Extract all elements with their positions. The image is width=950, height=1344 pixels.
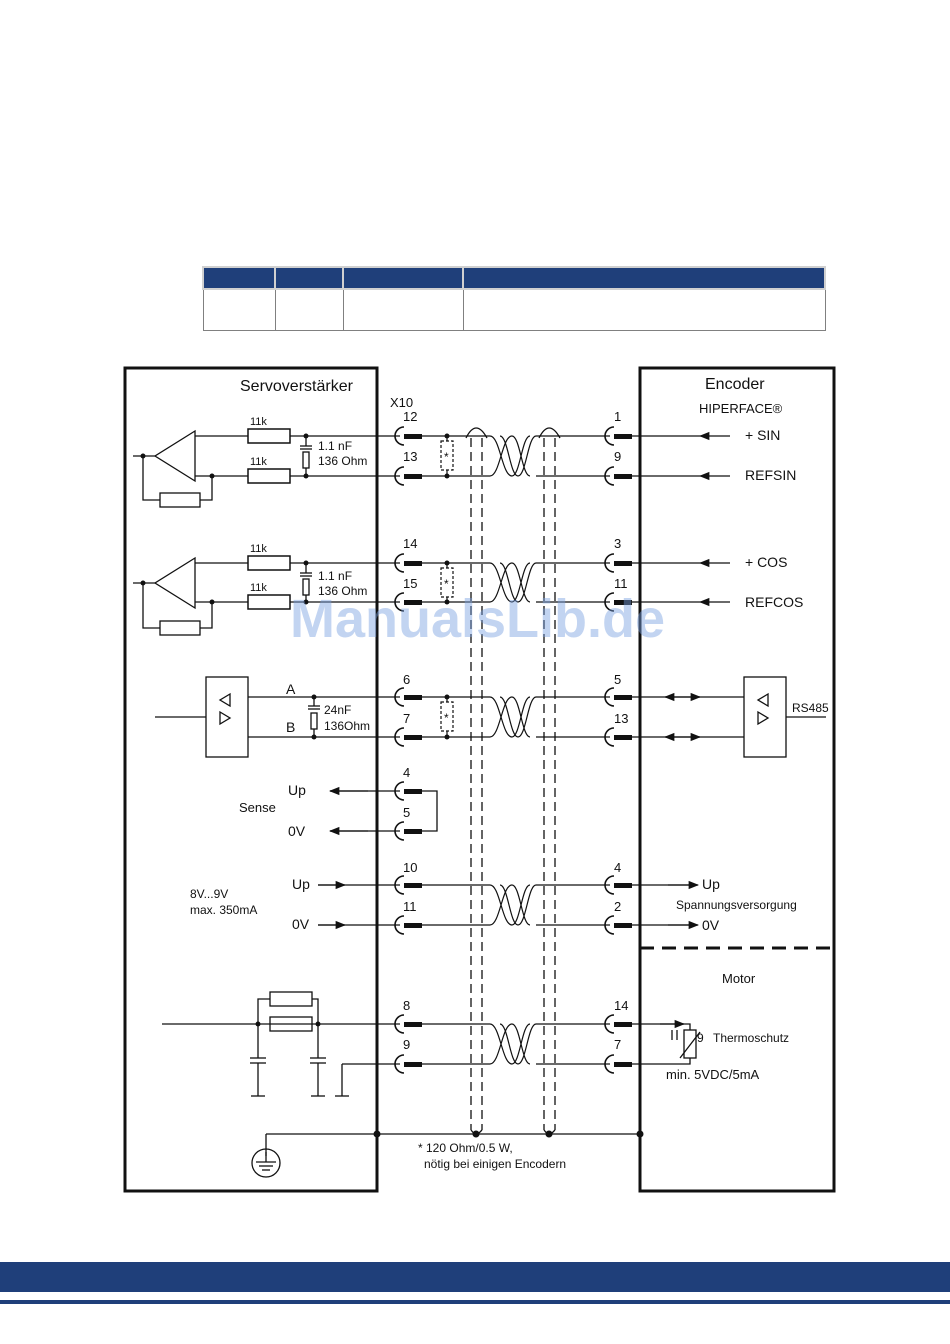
pin-number: 14 [614,998,628,1013]
pin-number: 3 [614,536,621,551]
table-cell [274,288,344,331]
ground-icon [251,1148,281,1178]
wires [155,435,826,1156]
opamp-cos [133,556,213,636]
table-cell [462,288,826,331]
resistor-label: 11k [250,416,267,428]
thermistor-icon [671,1029,701,1059]
signal-arrows [318,431,730,1029]
capacitor-label: 1.1 nF [318,569,352,583]
wiring-diagram: Servoverstärker X10 Encoder HIPERFACE® [123,366,836,1193]
supply-voltage: 8V...9V [190,887,228,901]
pin-number: 15 [403,576,417,591]
star-mark: * [444,450,449,464]
supply-label: Spannungsversorgung [676,898,797,912]
resistor-label: 11k [250,543,267,555]
table-header-cell [342,266,464,290]
rc-terminations [300,436,320,737]
table-cell [342,288,464,331]
pin-number: 12 [403,409,417,424]
capacitor-label: 24nF [324,703,351,717]
resistor-label: 136 Ohm [318,454,367,468]
resistor-label: 11k [250,582,267,594]
opamp-sin [133,429,213,508]
pin-number: 14 [403,536,417,551]
up-label: Up [702,876,720,892]
transceiver-right [743,676,787,758]
supply-current: max. 350mA [190,903,257,917]
pin-number: 4 [614,860,621,875]
encoder-box [638,366,836,1193]
table-header-cell [462,266,826,290]
pin-number: 7 [614,1037,621,1052]
cable-shields [470,438,556,1130]
zero-v-label: 0V [292,916,310,932]
table-header-row [202,266,826,290]
thermo-spec: min. 5VDC/5mA [666,1067,760,1082]
pin-number: 9 [614,449,621,464]
filter-network [250,991,326,1097]
pin-number: 5 [403,805,410,820]
right-sockets [604,426,615,1074]
left-pins [404,434,422,1067]
spec-table [202,266,826,331]
hiperface-label: HIPERFACE® [699,401,783,416]
signal-label: + SIN [745,427,780,443]
pin-number: 4 [403,765,410,780]
left-sockets [394,426,405,1074]
thermo-pin: 9 [697,1031,704,1045]
transceiver-left [205,676,249,758]
junction-dots [140,433,644,1138]
pin-number: 8 [403,998,410,1013]
pin-number: 13 [614,711,628,726]
channel-label-b: B [286,719,295,735]
watermark: ManualsLib.de [290,589,666,649]
pin-number: 2 [614,899,621,914]
signal-label: REFSIN [745,467,796,483]
resistor-11k-group [247,428,291,610]
up-label: Up [288,782,306,798]
connector-label: X10 [390,395,413,410]
pin-number: 5 [614,672,621,687]
signal-label: REFCOS [745,594,803,610]
pin-number: 11 [614,576,628,591]
thermoschutz-label: Thermoschutz [713,1031,789,1045]
pin-number: 7 [403,711,410,726]
encoder-title: Encoder [705,376,765,393]
zero-v-label: 0V [702,917,720,933]
twisted-pairs [489,435,537,1065]
table-cell [202,288,276,331]
signal-label: + COS [745,554,787,570]
pin-number: 6 [403,672,410,687]
table-header-cell [274,266,344,290]
pin-number: 10 [403,860,417,875]
motor-label: Motor [722,971,756,986]
table-header-cell [202,266,276,290]
resistor-label: 11k [250,456,267,468]
footer-line [0,1300,950,1304]
table-row [202,288,826,331]
zero-v-label: 0V [288,823,306,839]
footnote: nötig bei einigen Encodern [424,1157,566,1171]
servo-box [123,366,379,1193]
rs485-label: RS485 [792,701,829,715]
servo-title: Servoverstärker [240,378,354,395]
right-pins [614,434,632,1067]
up-label: Up [292,876,310,892]
capacitor-label: 1.1 nF [318,439,352,453]
shield-caps [465,427,561,1137]
star-mark: * [444,577,449,591]
pin-number: 11 [403,899,417,914]
pin-number: 1 [614,409,621,424]
sense-label: Sense [239,800,276,815]
footer-bar [0,1262,950,1292]
footnote: * 120 Ohm/0.5 W, [418,1141,513,1155]
pin-number: 13 [403,449,417,464]
star-mark: * [444,711,449,725]
resistor-label: 136 Ohm [318,584,367,598]
pin-number: 9 [403,1037,410,1052]
channel-label-a: A [286,681,296,697]
resistor-label: 136Ohm [324,719,370,733]
